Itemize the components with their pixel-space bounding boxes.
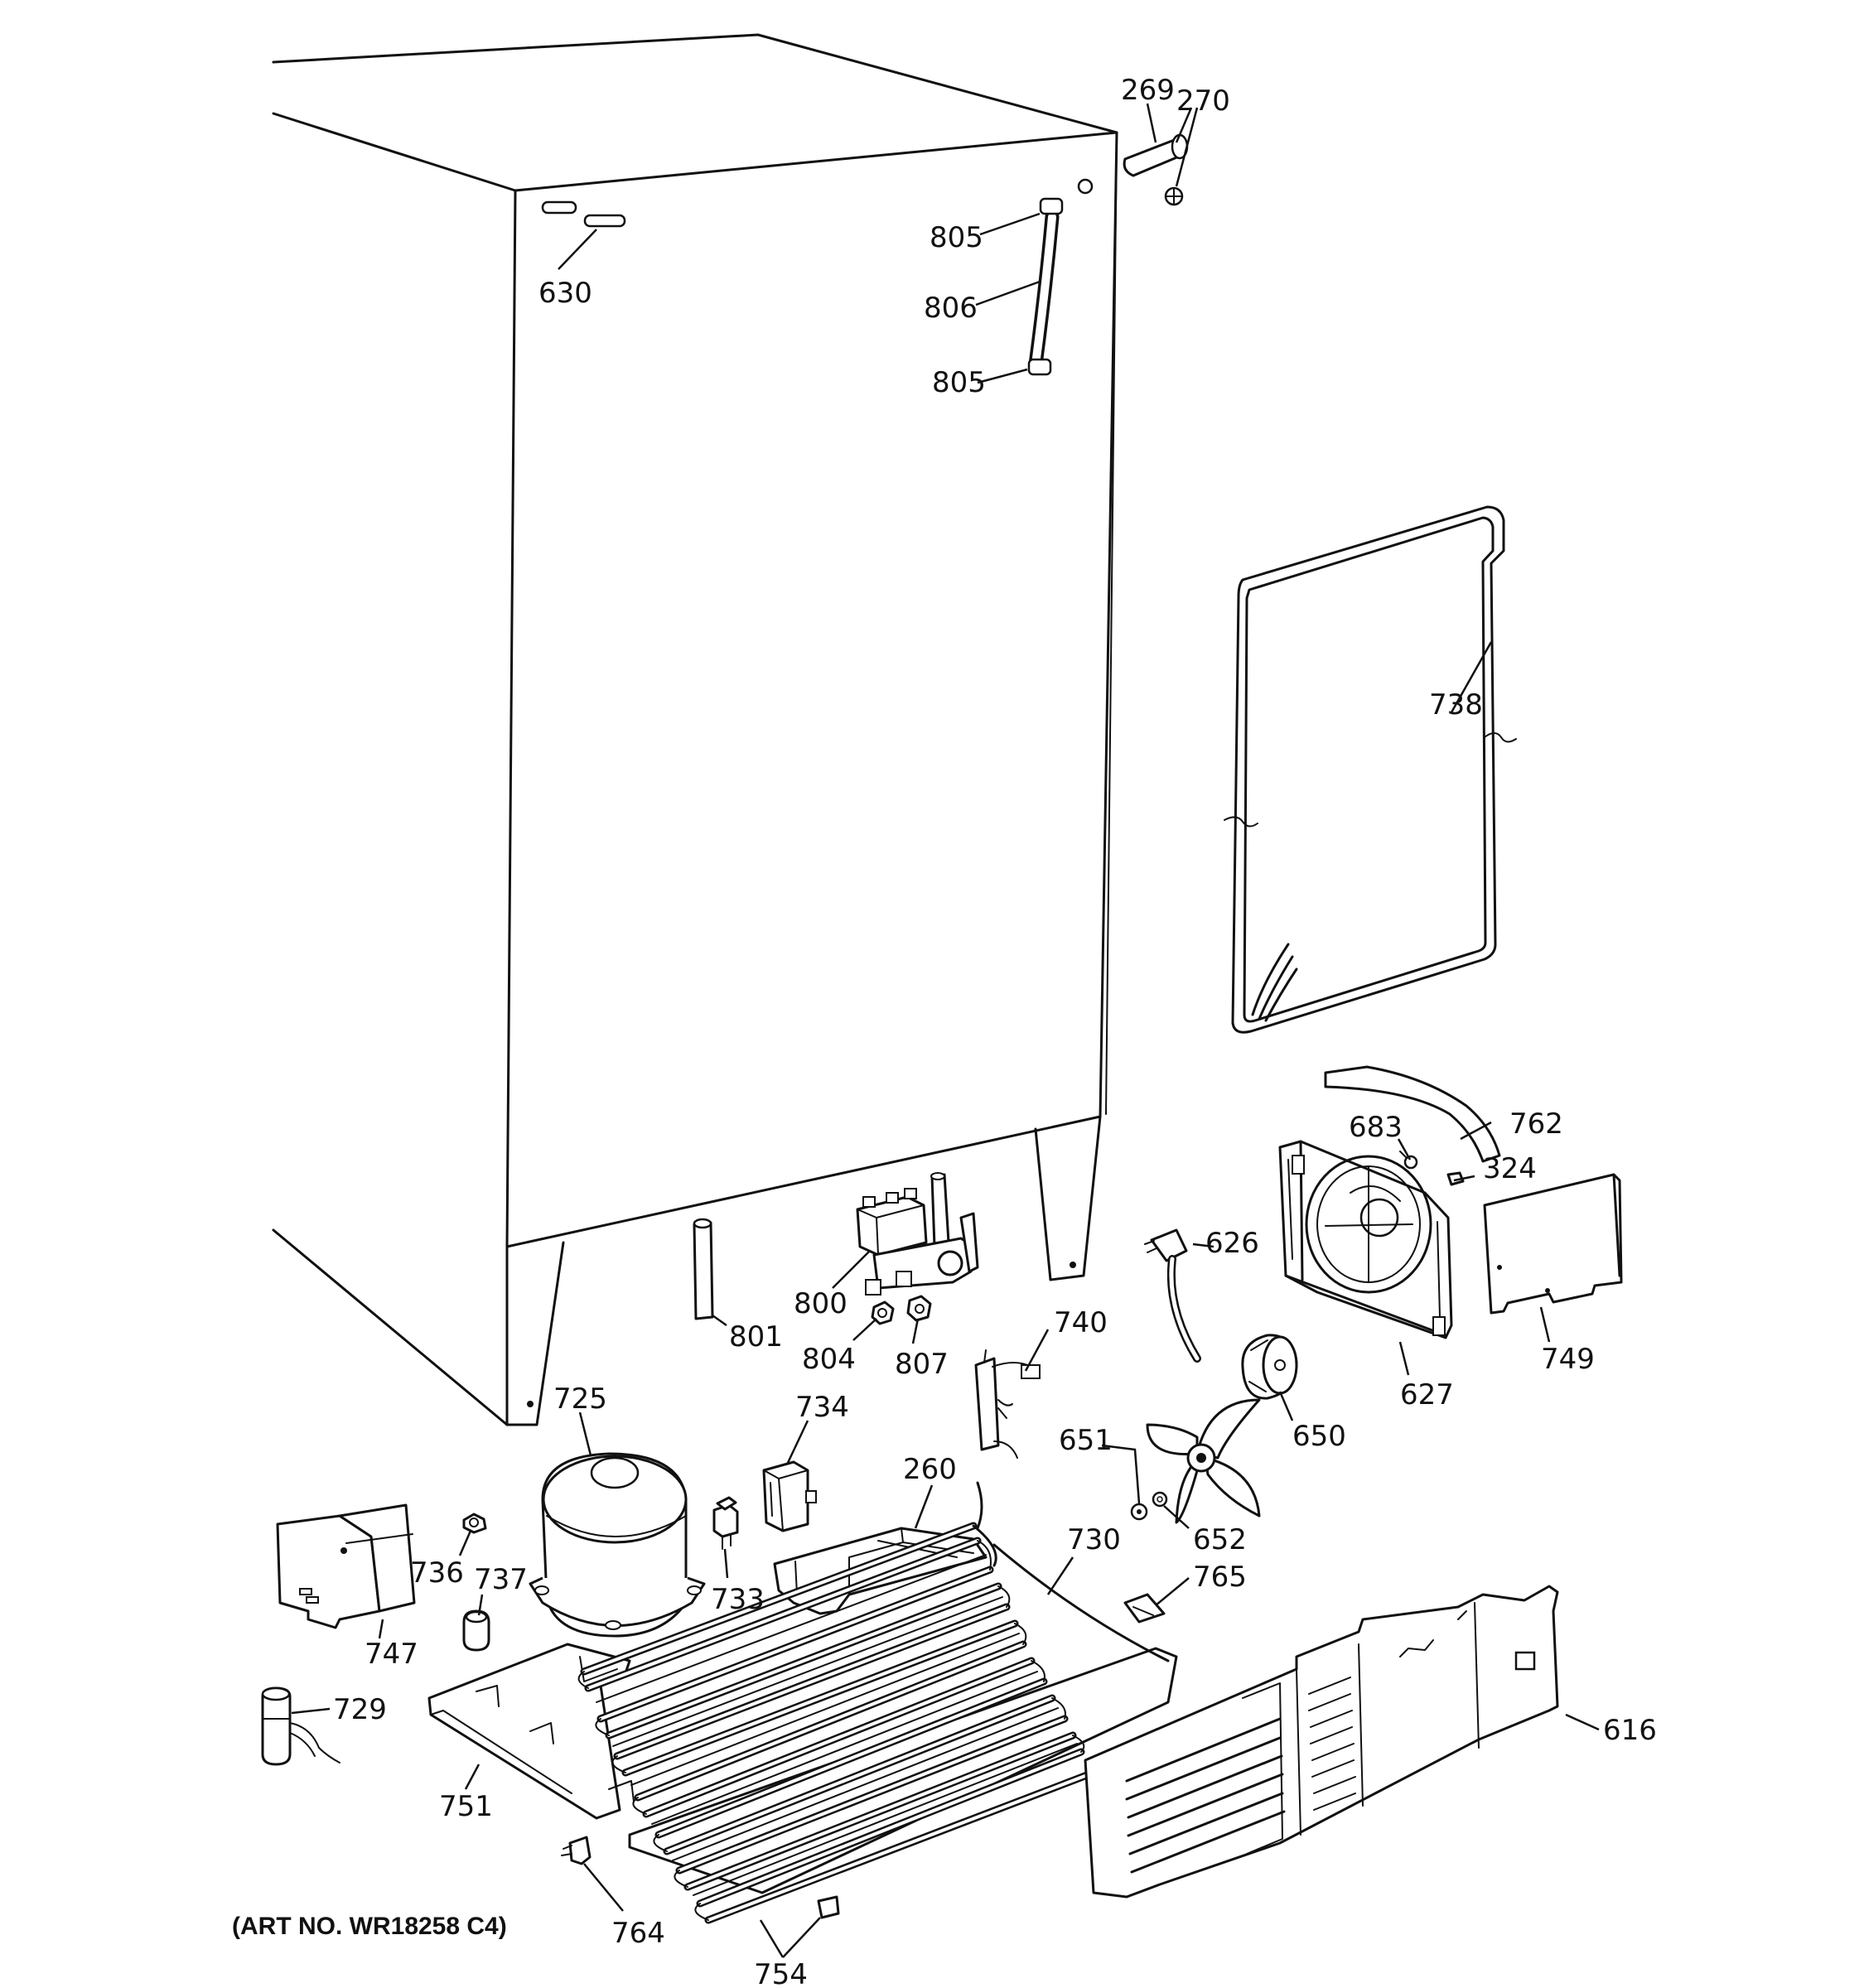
insulation-strip <box>1324 1065 1501 1163</box>
callout-806: 806 <box>924 292 978 325</box>
hole-icon <box>1077 178 1094 195</box>
overload-740 <box>974 1349 1041 1459</box>
callout-805: 805 <box>932 366 986 399</box>
nut-651 <box>1130 1503 1148 1521</box>
fitting-804 <box>871 1300 895 1325</box>
callout-725: 725 <box>553 1382 607 1416</box>
callout-749: 749 <box>1541 1343 1595 1376</box>
callout-805: 805 <box>930 221 983 254</box>
tube-801 <box>693 1218 714 1320</box>
callout-801: 801 <box>729 1320 783 1353</box>
slot-icon <box>541 200 577 215</box>
callout-650: 650 <box>1292 1420 1346 1453</box>
water-valve <box>856 1172 979 1296</box>
callout-738: 738 <box>1429 688 1483 721</box>
callout-651: 651 <box>1059 1424 1113 1457</box>
slot-icon <box>583 214 626 228</box>
cover-plate <box>1483 1173 1623 1315</box>
relay-734 <box>762 1460 817 1532</box>
base-pan-751 <box>427 1643 635 1820</box>
screw-324 <box>1446 1171 1465 1186</box>
terminal-cover-747 <box>276 1503 416 1629</box>
callout-627: 627 <box>1400 1378 1454 1411</box>
art-number-caption: (ART NO. WR18258 C4) <box>232 1913 507 1940</box>
fan-motor <box>1241 1334 1298 1400</box>
callout-630: 630 <box>538 277 592 310</box>
callout-labels: 269 270 805 630 806 805 738 683 762 324 … <box>333 74 1657 1988</box>
cabinet <box>272 33 1118 1426</box>
callout-734: 734 <box>795 1391 849 1424</box>
callout-807: 807 <box>895 1348 949 1381</box>
callout-729: 729 <box>333 1693 387 1726</box>
clip-754 <box>817 1895 840 1919</box>
callout-765: 765 <box>1193 1561 1247 1594</box>
fan-shroud <box>1278 1140 1453 1339</box>
callout-730: 730 <box>1067 1523 1121 1556</box>
grommet-737 <box>462 1609 490 1652</box>
clip-764 <box>561 1836 592 1865</box>
callout-747: 747 <box>365 1638 418 1671</box>
bottom-plate-754 <box>628 1647 1178 1894</box>
hinge-handle <box>1123 133 1189 206</box>
callout-754: 754 <box>754 1958 808 1988</box>
callout-733: 733 <box>711 1583 765 1616</box>
grille-panel-616 <box>1084 1585 1559 1899</box>
callout-324: 324 <box>1483 1152 1537 1185</box>
callout-270: 270 <box>1176 84 1230 118</box>
fitting-807 <box>906 1295 932 1322</box>
leader-lines <box>291 103 1600 1958</box>
switch-733 <box>712 1496 739 1550</box>
callout-764: 764 <box>611 1917 665 1950</box>
condenser-coil-730 <box>577 1481 1170 1924</box>
callout-800: 800 <box>794 1287 847 1320</box>
power-cord <box>1144 1228 1201 1363</box>
callout-652: 652 <box>1193 1523 1247 1556</box>
clip-765 <box>1123 1593 1166 1624</box>
callout-751: 751 <box>439 1790 493 1823</box>
callout-762: 762 <box>1509 1107 1563 1141</box>
callout-804: 804 <box>802 1343 856 1376</box>
callout-616: 616 <box>1603 1714 1657 1747</box>
callout-260: 260 <box>903 1453 957 1486</box>
callout-683: 683 <box>1349 1111 1403 1144</box>
callout-626: 626 <box>1205 1227 1259 1260</box>
capacitor-729 <box>261 1686 340 1766</box>
callout-740: 740 <box>1054 1306 1108 1339</box>
fan-blade <box>1146 1398 1261 1524</box>
screw-683 <box>1399 1151 1418 1170</box>
door-gasket <box>1224 505 1517 1034</box>
callout-736: 736 <box>410 1556 464 1590</box>
water-tube <box>1027 197 1064 376</box>
grommet-736 <box>462 1513 487 1534</box>
compressor-725 <box>529 1452 706 1638</box>
callout-737: 737 <box>474 1563 528 1596</box>
washer-652 <box>1152 1491 1168 1508</box>
callout-269: 269 <box>1121 74 1175 107</box>
